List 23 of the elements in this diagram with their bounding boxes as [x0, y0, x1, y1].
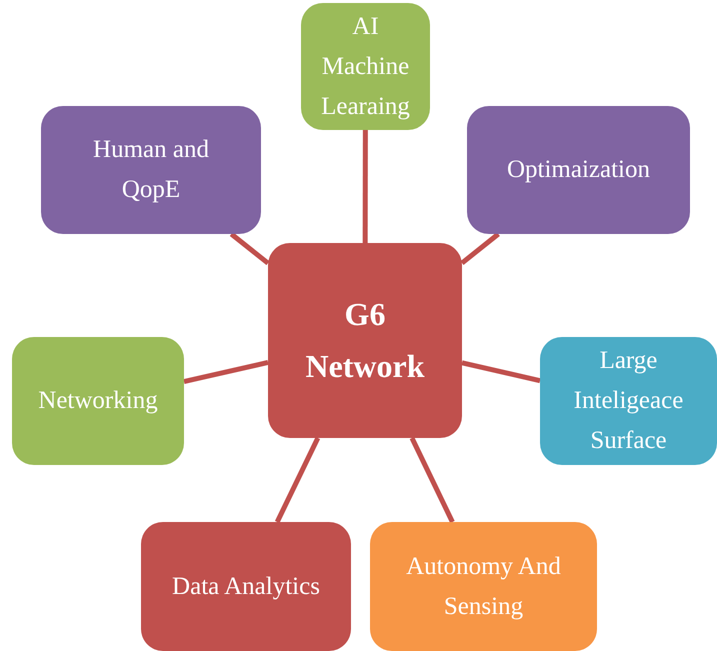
node-label: G6 Network — [305, 295, 425, 386]
connector-line — [362, 130, 368, 243]
connector-line — [410, 436, 455, 524]
connector-line — [230, 232, 270, 266]
topic-box — [540, 337, 717, 465]
node-label: Data Analytics — [172, 572, 320, 602]
connector-line — [183, 360, 269, 384]
node-label: Human and QopE — [92, 135, 210, 205]
connector-line — [460, 232, 500, 265]
topic-box — [41, 106, 261, 234]
connector-line — [274, 436, 320, 524]
node-label: Optimaization — [506, 155, 650, 185]
connector-line — [461, 360, 541, 384]
central-hub-box — [268, 243, 462, 438]
node-label: Networking — [38, 386, 158, 416]
topic-box — [467, 106, 690, 234]
node-label: AI Machine Learaing — [321, 12, 410, 122]
node-label: Large Inteligeace Surface — [574, 346, 684, 456]
node-label: Autonomy And Sensing — [405, 552, 562, 622]
topic-box — [141, 522, 351, 651]
topic-box — [301, 3, 430, 130]
topic-box — [370, 522, 597, 651]
topic-box — [12, 337, 184, 465]
